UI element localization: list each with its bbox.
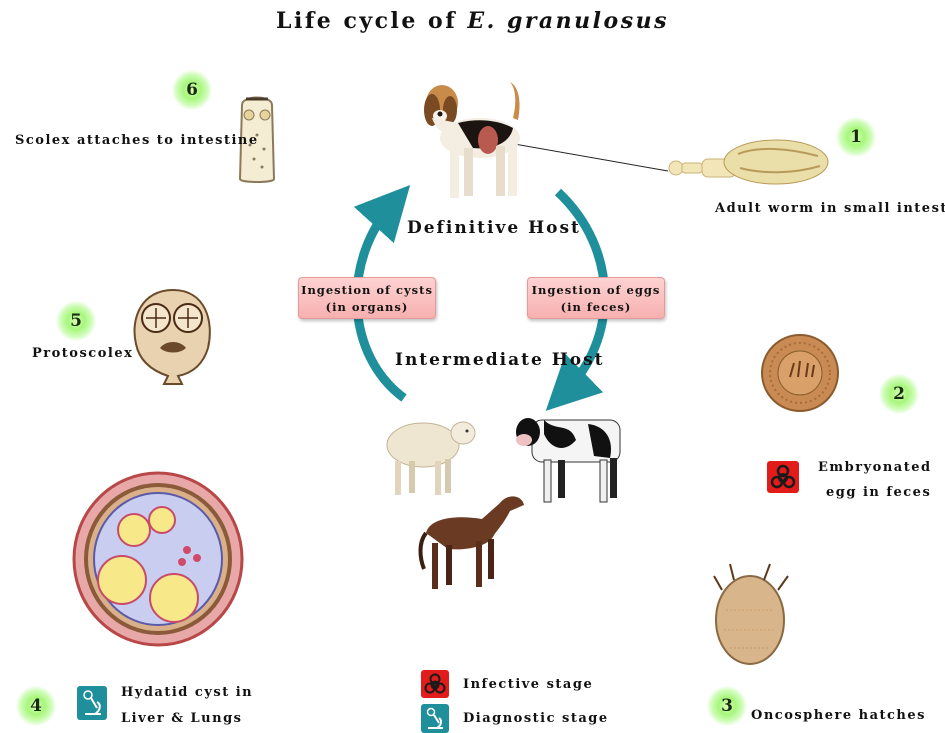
ingestion-eggs-box: Ingestion of eggs (in feces)	[527, 277, 665, 319]
stage-badge-4: 4	[16, 686, 56, 726]
stage-4-label-line2: Liver & Lungs	[121, 711, 243, 726]
definitive-host-label: Definitive Host	[407, 218, 581, 238]
oncosphere-illustration	[712, 560, 792, 670]
biohazard-icon	[767, 461, 799, 493]
stage-badge-1: 1	[836, 117, 876, 157]
stage-1-label: Adult worm in small intestine	[715, 201, 945, 216]
protoscolex-illustration	[132, 288, 214, 386]
intermediate-host-label: Intermediate Host	[395, 350, 605, 370]
legend-microscope-icon	[421, 704, 449, 733]
ingestion-cysts-line2: (in organs)	[299, 299, 435, 316]
cow-illustration	[514, 410, 626, 506]
stage-6-label: Scolex attaches to intestine	[15, 133, 259, 148]
legend-diagnostic-label: Diagnostic stage	[463, 711, 609, 726]
ingestion-eggs-line1: Ingestion of eggs	[528, 282, 664, 299]
ingestion-eggs-line2: (in feces)	[528, 299, 664, 316]
stage-2-label-line1: Embryonated	[818, 460, 932, 475]
stage-badge-6: 6	[172, 70, 212, 110]
stage-5-label: Protoscolex	[32, 346, 133, 361]
stage-badge-2: 2	[879, 374, 919, 414]
ingestion-cysts-line1: Ingestion of cysts	[299, 282, 435, 299]
microscope-icon	[77, 686, 107, 720]
stage-2-label-line2: egg in feces	[826, 485, 931, 500]
legend-biohazard-icon	[421, 670, 449, 698]
stage-badge-3: 3	[707, 686, 747, 726]
stage-3-label: Oncosphere hatches	[751, 708, 926, 723]
legend-infective-label: Infective stage	[463, 677, 593, 692]
stage-4-label-line1: Hydatid cyst in	[121, 685, 253, 700]
stage-badge-5: 5	[56, 301, 96, 341]
horse-illustration	[418, 489, 528, 595]
dog-illustration	[418, 78, 533, 206]
embryonated-egg-illustration	[760, 333, 840, 413]
adult-worm-illustration	[668, 138, 830, 188]
ingestion-cysts-box: Ingestion of cysts (in organs)	[298, 277, 436, 319]
sheep-illustration	[383, 409, 479, 499]
hydatid-cyst-illustration	[72, 470, 244, 648]
